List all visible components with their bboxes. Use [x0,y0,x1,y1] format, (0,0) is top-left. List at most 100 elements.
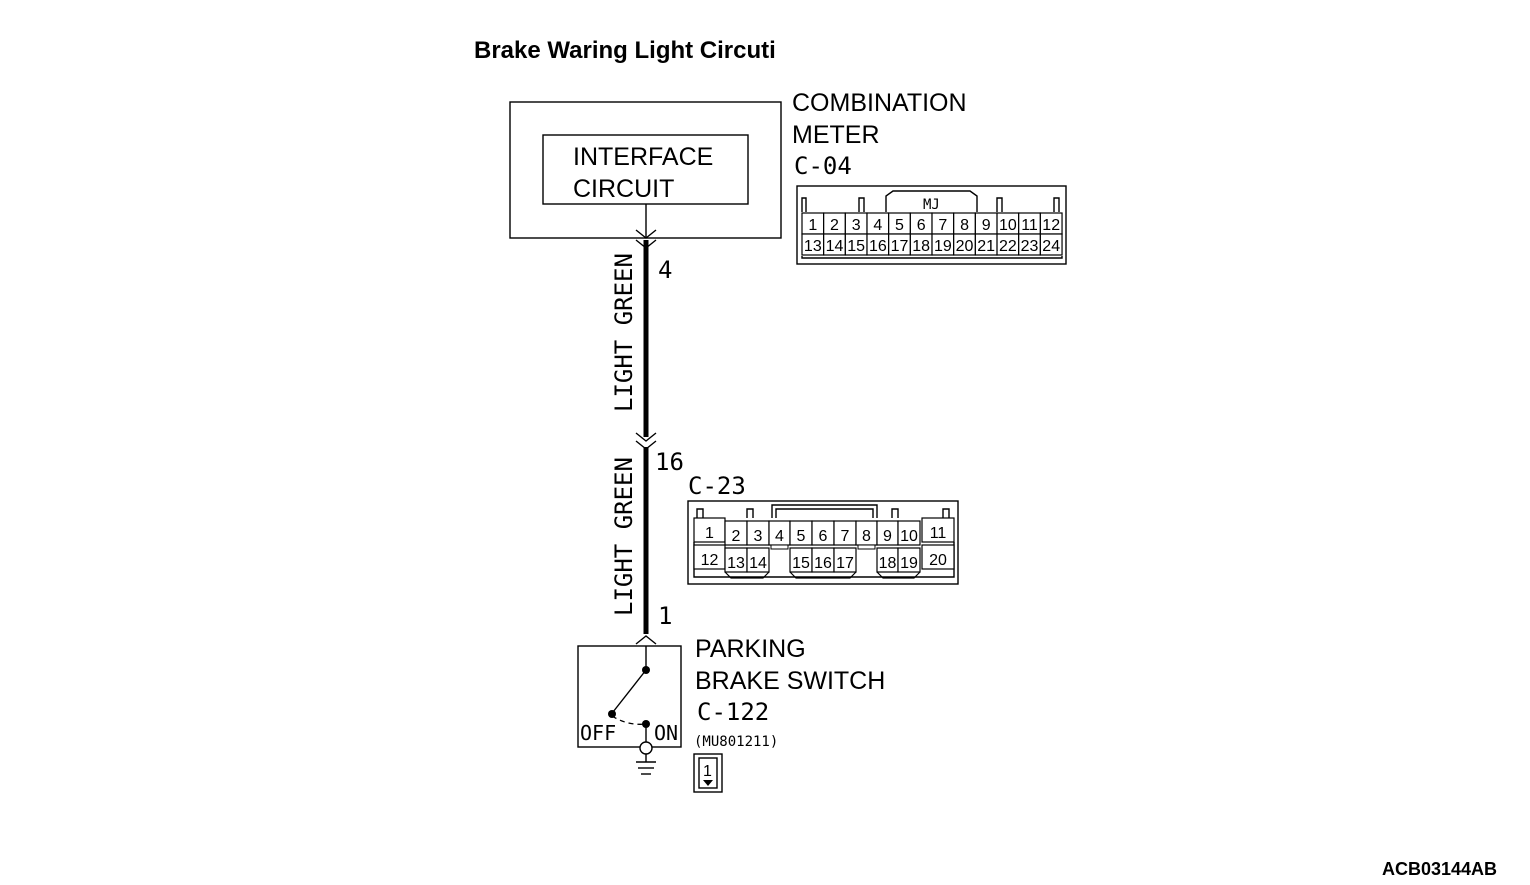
connector-mark-c23-a [635,432,657,442]
svg-text:22: 22 [999,238,1017,255]
switch-label-2: BRAKE SWITCH [695,667,885,695]
c23-pin-8: 8 [855,520,878,546]
switch-off-label: OFF [580,721,616,745]
c04-pin-16: 16 [866,233,890,256]
svg-text:2: 2 [830,217,839,234]
svg-text:8: 8 [960,217,969,234]
c23-pin-6: 6 [811,520,835,546]
c23-pin-16: 16 [811,547,835,573]
svg-text:18: 18 [912,238,930,255]
c23-pin-7: 7 [833,520,857,546]
c23-pin-17: 17 [833,547,857,573]
diagram-title: Brake Waring Light Circuti [474,37,776,64]
combination-meter-label-1: COMBINATION [792,89,967,117]
svg-text:1: 1 [705,525,714,542]
svg-text:15: 15 [792,555,810,572]
c04-pin-7: 7 [931,212,955,235]
switch-label-1: PARKING [695,635,806,663]
combination-meter-label-2: METER [792,121,880,149]
svg-text:3: 3 [754,528,763,545]
c04-pin-3: 3 [844,212,868,235]
svg-text:8: 8 [862,528,871,545]
svg-text:16: 16 [814,555,832,572]
c04-pin-20: 20 [953,233,976,256]
svg-text:11: 11 [930,525,947,542]
c04-pin-14: 14 [823,233,846,256]
svg-text:6: 6 [819,528,828,545]
c23-pin-11: 11 [921,517,955,543]
c04-pin-22: 22 [996,233,1020,256]
c04-pin-24: 24 [1039,233,1063,256]
connector-mark-c04-b [635,239,657,249]
svg-text:18: 18 [879,555,897,572]
svg-text:7: 7 [938,217,947,234]
switch-travel-path [611,715,647,725]
c23-pin-15: 15 [789,547,813,573]
c04-pin-23: 23 [1018,233,1041,256]
svg-text:20: 20 [956,238,974,255]
c122-lock-icon [703,780,713,786]
svg-text:19: 19 [934,238,952,255]
c04-pin-13: 13 [801,233,825,256]
svg-text:1: 1 [808,217,817,234]
combination-meter-connector-id: C-04 [794,152,852,180]
ground-icon [636,754,656,775]
c23-pin-10: 10 [897,520,921,546]
c23-pin-13: 13 [724,547,748,573]
c23-pin-14: 14 [746,547,770,573]
wire-upper-color: LIGHT GREEN [610,253,638,412]
svg-text:6: 6 [917,217,926,234]
c23-pin-18: 18 [876,547,899,573]
pin-label-16: 16 [655,448,684,476]
svg-text:10: 10 [900,528,918,545]
interface-circuit-box [542,134,749,205]
svg-text:16: 16 [869,238,887,255]
svg-text:19: 19 [900,555,918,572]
c04-pin-2: 2 [823,212,846,235]
c04-pin-5: 5 [888,212,911,235]
parking-brake-switch-box [577,645,682,748]
wire-lower-color: LIGHT GREEN [610,457,638,616]
c23-pin-4: 4 [768,520,791,546]
c23-pin-19: 19 [897,547,921,573]
c04-pin-10: 10 [996,212,1020,235]
svg-text:4: 4 [873,217,882,234]
c04-pin-18: 18 [909,233,933,256]
svg-text:7: 7 [841,528,850,545]
switch-part-number: (MU801211) [694,734,778,750]
c04-key-label: MJ [923,197,940,213]
switch-lever [612,669,647,713]
c23-pin-2: 2 [724,520,748,546]
c04-pin-19: 19 [931,233,955,256]
c04-pin-8: 8 [953,212,976,235]
c04-pin-9: 9 [974,212,998,235]
c04-pin-17: 17 [888,233,911,256]
switch-connector-id: C-122 [697,698,769,726]
svg-text:11: 11 [1021,217,1038,234]
svg-text:17: 17 [891,238,909,255]
svg-text:21: 21 [977,238,995,255]
c122-connector-face: 1 [693,753,723,793]
svg-text:4: 4 [775,528,784,545]
interface-circuit-label-2: CIRCUIT [573,175,674,203]
connector-mark-c04-a [635,229,657,239]
svg-text:12: 12 [701,552,719,569]
svg-text:17: 17 [836,555,854,572]
svg-text:5: 5 [797,528,806,545]
svg-text:9: 9 [883,528,892,545]
c04-pin-6: 6 [909,212,933,235]
svg-text:14: 14 [749,555,767,572]
svg-text:15: 15 [847,238,865,255]
c23-pin-5: 5 [789,520,813,546]
interface-circuit-label-1: INTERFACE [573,143,713,171]
c23-pin-12: 12 [693,544,726,570]
svg-text:20: 20 [929,552,947,569]
c04-pin-11: 11 [1018,212,1041,235]
ground-terminal [639,741,653,755]
svg-text:5: 5 [895,217,904,234]
svg-text:3: 3 [852,217,861,234]
c23-pin-20: 20 [921,544,955,570]
svg-text:24: 24 [1042,238,1060,255]
connector-mark-c122 [635,635,657,645]
